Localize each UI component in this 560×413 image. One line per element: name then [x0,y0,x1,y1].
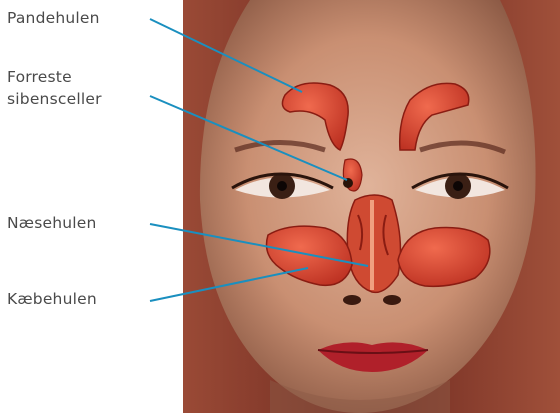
left-nostril [343,295,361,305]
right-nostril [383,295,401,305]
maxillary-sinus-right [398,228,490,287]
